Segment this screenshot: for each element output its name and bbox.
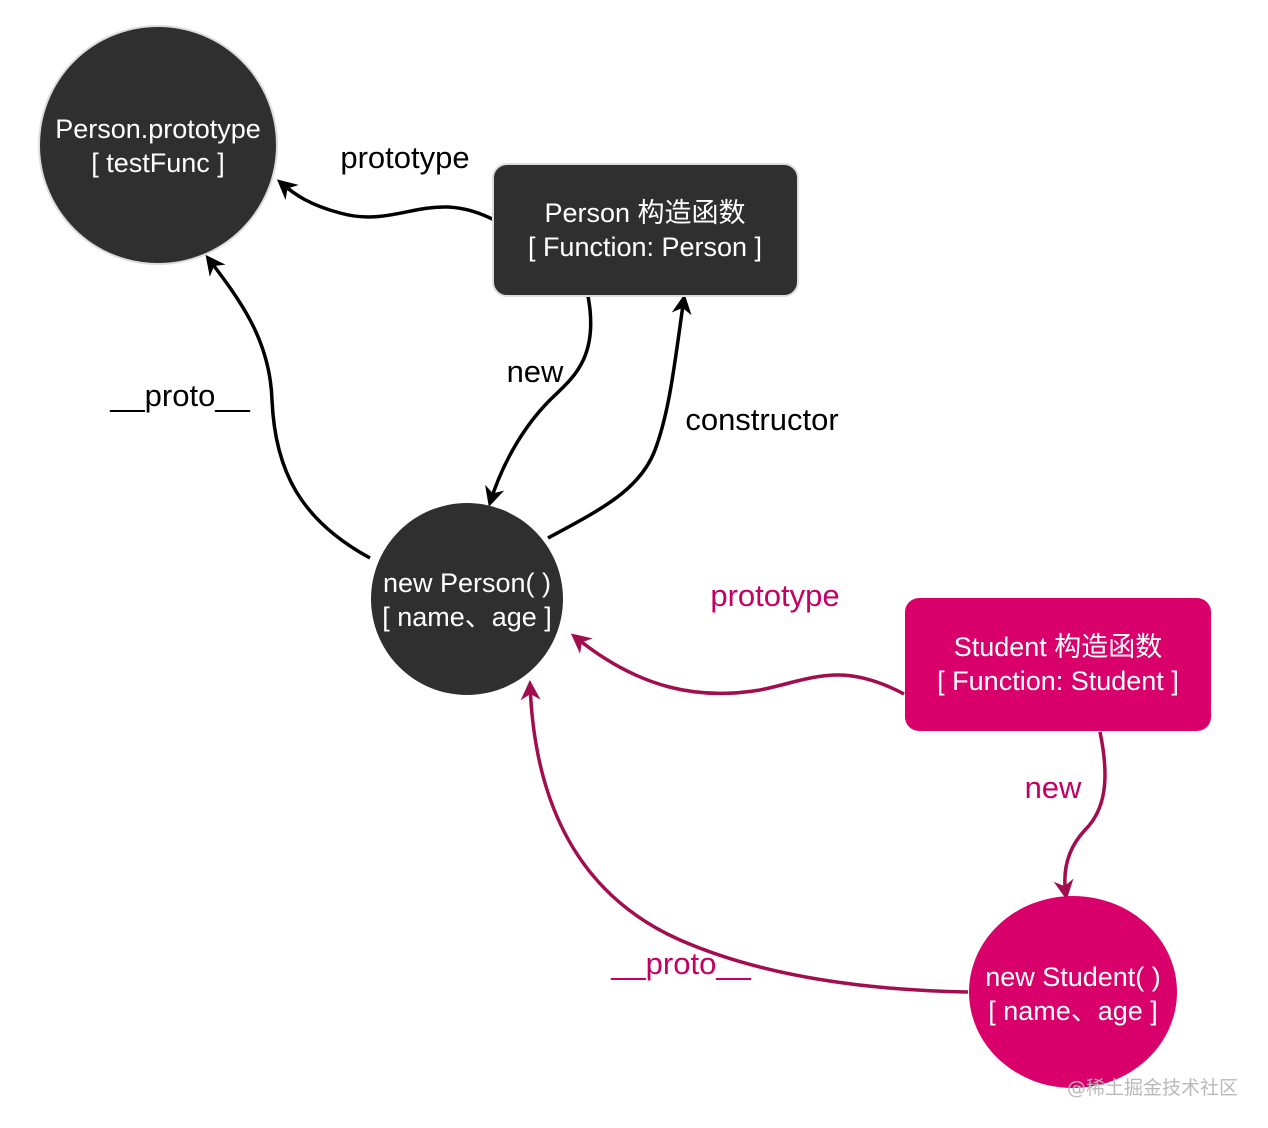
- node-person-prototype-line2: [ testFunc ]: [91, 148, 225, 178]
- label-person-prototype: prototype: [340, 140, 469, 175]
- label-person-constructor: constructor: [685, 402, 838, 437]
- label-person-proto: __proto__: [109, 378, 250, 413]
- node-student-constructor: Student 构造函数 [ Function: Student ]: [905, 598, 1211, 731]
- label-student-new: new: [1025, 770, 1082, 805]
- node-person-instance-line1: new Person( ): [383, 568, 551, 598]
- edge-person-new: [485, 295, 593, 507]
- node-student-instance: new Student( ) [ name、age ]: [969, 896, 1177, 1088]
- node-person-instance: new Person( ) [ name、age ]: [371, 503, 563, 695]
- label-person-new: new: [507, 354, 564, 389]
- node-student-instance-line1: new Student( ): [985, 962, 1161, 992]
- edge-person-proto: [205, 254, 371, 560]
- node-person-instance-line2: [ name、age ]: [382, 602, 552, 632]
- edge-person-constructor: [547, 294, 692, 540]
- node-student-constructor-line1: Student 构造函数: [954, 632, 1163, 662]
- node-student-instance-line2: [ name、age ]: [988, 996, 1158, 1026]
- node-student-constructor-line2: [ Function: Student ]: [937, 666, 1179, 696]
- watermark: @稀土掘金技术社区: [1066, 1077, 1238, 1099]
- node-person-constructor-line1: Person 构造函数: [544, 198, 745, 228]
- edge-person-prototype: [276, 179, 499, 224]
- node-person-constructor: Person 构造函数 [ Function: Person ]: [492, 163, 799, 297]
- node-person-constructor-line2: [ Function: Person ]: [528, 232, 762, 262]
- node-person-prototype: Person.prototype [ testFunc ]: [38, 25, 278, 265]
- edge-student-new: [1053, 731, 1107, 900]
- node-person-prototype-line1: Person.prototype: [55, 114, 261, 144]
- edge-student-prototype: [570, 633, 905, 696]
- edge-student-proto: [520, 680, 969, 994]
- label-student-prototype: prototype: [710, 578, 839, 613]
- label-student-proto: __proto__: [610, 946, 751, 981]
